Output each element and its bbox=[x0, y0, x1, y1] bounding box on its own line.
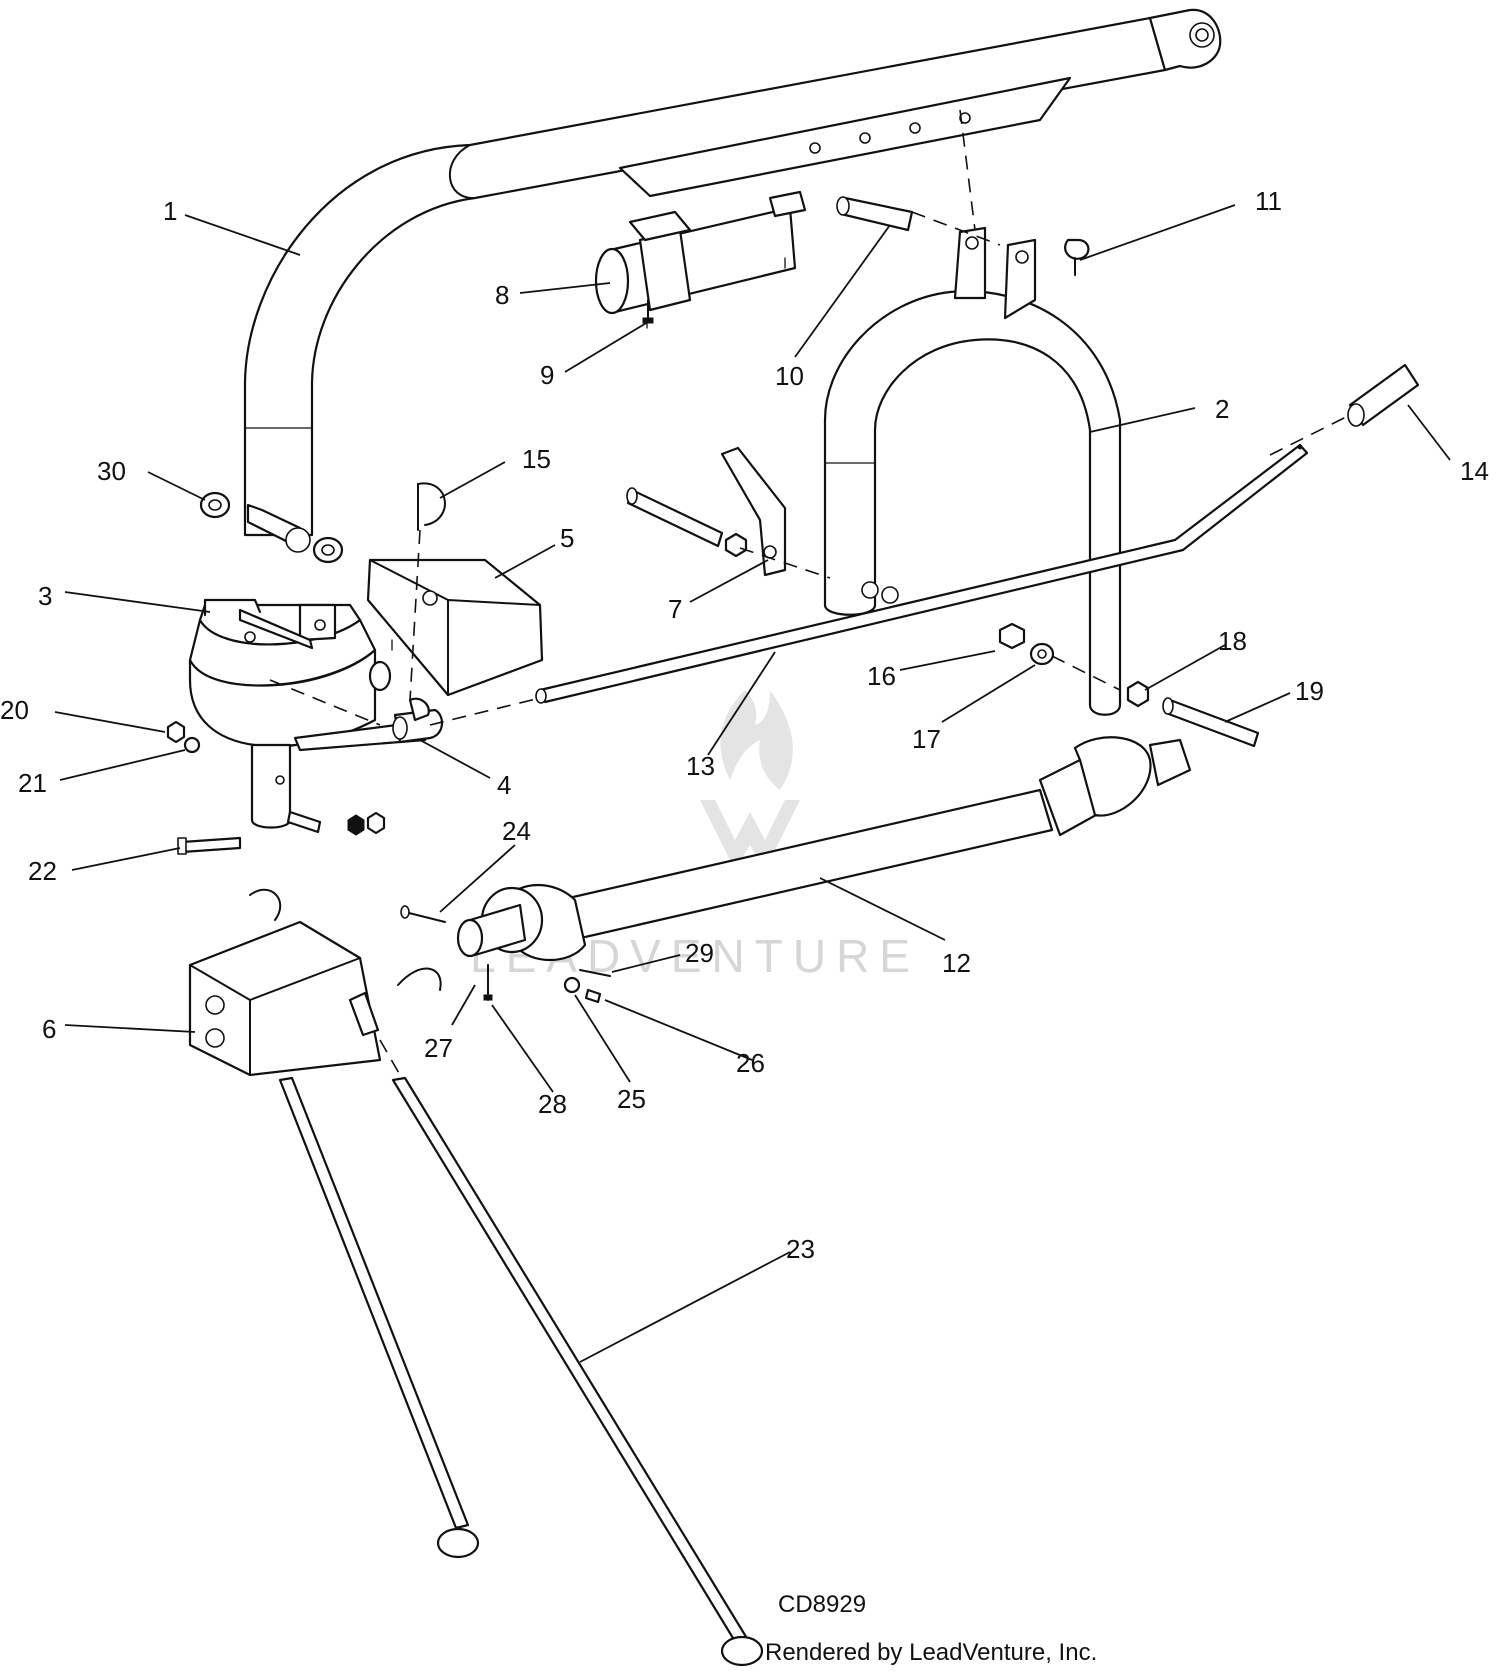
part-15-lynch-pin bbox=[417, 482, 446, 531]
callout-9: 9 bbox=[540, 360, 554, 390]
callout-14: 14 bbox=[1460, 456, 1489, 486]
part-22-bolt bbox=[177, 810, 386, 855]
assembly-lines bbox=[269, 109, 1351, 1076]
part-1-main-frame bbox=[243, 8, 1222, 553]
callout-28: 28 bbox=[538, 1089, 567, 1119]
part-24-pin bbox=[400, 905, 446, 923]
part-14-grip bbox=[1347, 363, 1420, 427]
part-2-rear-hoop bbox=[823, 226, 1122, 716]
callout-16: 16 bbox=[867, 661, 896, 691]
part-12-driveshaft bbox=[456, 736, 1192, 962]
callout-2: 2 bbox=[1215, 394, 1229, 424]
callout-19: 19 bbox=[1295, 676, 1324, 706]
part-5-top-shield bbox=[366, 558, 544, 697]
part-4-shift-arm bbox=[293, 697, 443, 752]
callout-18: 18 bbox=[1218, 626, 1247, 656]
part-6-lower-shield bbox=[188, 888, 442, 1077]
part-10-pin bbox=[836, 196, 914, 232]
part-23-support-legs bbox=[278, 1076, 764, 1667]
callout-17: 17 bbox=[912, 724, 941, 754]
callouts: 1 2 3 4 5 6 7 8 9 10 11 12 13 14 15 16 1… bbox=[0, 186, 1489, 1264]
callout-30: 30 bbox=[97, 456, 126, 486]
callout-23: 23 bbox=[786, 1234, 815, 1264]
callout-21: 21 bbox=[18, 768, 47, 798]
render-credit: Rendered by LeadVenture, Inc. bbox=[765, 1639, 1097, 1666]
part-28-screw bbox=[483, 984, 493, 1001]
part-7-bracket bbox=[626, 446, 787, 577]
callout-27: 27 bbox=[424, 1033, 453, 1063]
part-30-washers bbox=[199, 491, 344, 564]
leader-lines bbox=[54, 204, 1451, 1363]
callout-15: 15 bbox=[522, 444, 551, 474]
part-3-gearbox bbox=[188, 598, 392, 829]
callout-10: 10 bbox=[775, 361, 804, 391]
callout-22: 22 bbox=[28, 856, 57, 886]
drawing-code: CD8929 bbox=[778, 1591, 866, 1618]
callout-20: 20 bbox=[0, 695, 29, 725]
callout-1: 1 bbox=[163, 196, 177, 226]
callout-29: 29 bbox=[685, 938, 714, 968]
part-13-control-rod bbox=[535, 443, 1309, 704]
part-19-pin bbox=[1162, 697, 1260, 748]
callout-6: 6 bbox=[42, 1014, 56, 1044]
part-8-tube-clamp bbox=[594, 190, 807, 329]
part-20-nut bbox=[166, 720, 186, 744]
part-18-nut bbox=[1126, 680, 1150, 708]
callout-7: 7 bbox=[668, 594, 682, 624]
part-29-pin bbox=[579, 969, 611, 977]
callout-13: 13 bbox=[686, 751, 715, 781]
part-25-washer bbox=[563, 976, 581, 994]
part-11-clip bbox=[1064, 238, 1090, 276]
part-26-bolt bbox=[584, 988, 602, 1004]
part-17-washer bbox=[1029, 642, 1055, 666]
callout-12: 12 bbox=[942, 948, 971, 978]
callout-5: 5 bbox=[560, 523, 574, 553]
part-16-nut bbox=[998, 622, 1026, 650]
callout-3: 3 bbox=[38, 581, 52, 611]
callout-24: 24 bbox=[502, 816, 531, 846]
callout-26: 26 bbox=[736, 1048, 765, 1078]
callout-11: 11 bbox=[1255, 186, 1282, 216]
callout-8: 8 bbox=[495, 280, 509, 310]
callout-25: 25 bbox=[617, 1084, 646, 1114]
part-21-washer bbox=[183, 736, 201, 754]
callout-4: 4 bbox=[497, 770, 511, 800]
